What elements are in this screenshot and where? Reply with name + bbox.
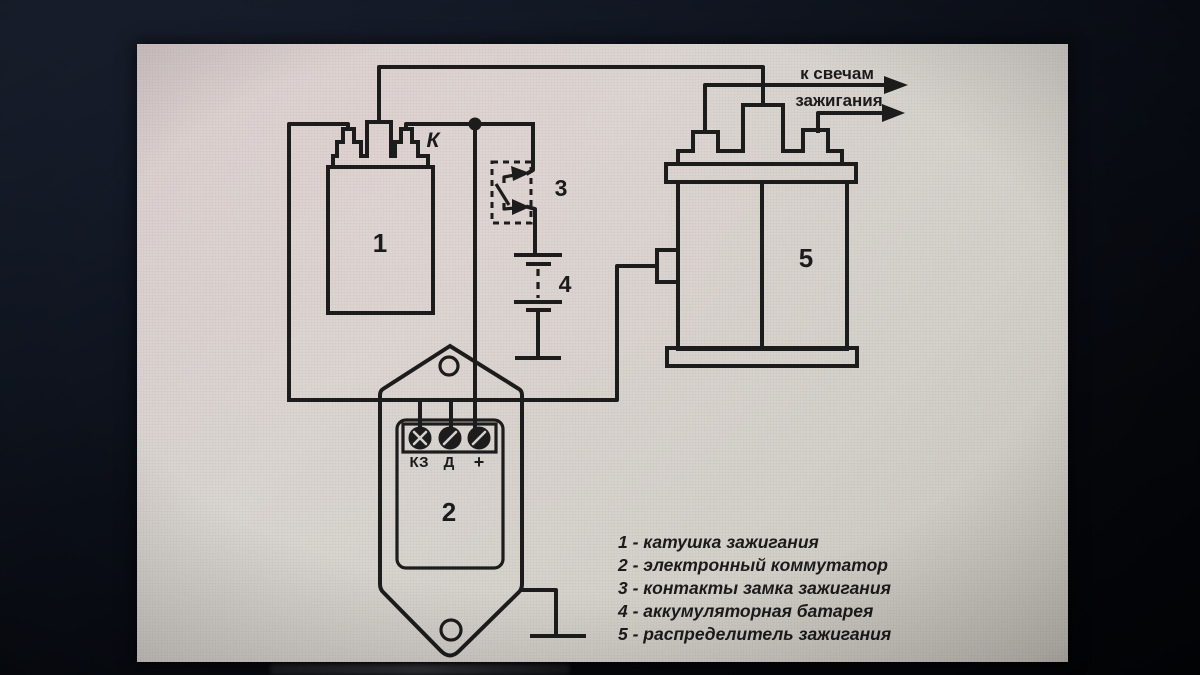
- commutator-ground-wire: [520, 588, 558, 635]
- switch-top-feed-wire: [525, 122, 535, 176]
- coil-left-loop-wire: [287, 122, 350, 402]
- kz-screw-slot: [412, 430, 428, 446]
- distributor: 5 к свечам зажигания: [655, 64, 908, 368]
- to-plugs-label-line1: к свечам: [800, 64, 874, 83]
- coil-terminal-towers: [331, 120, 430, 167]
- junction-dot: [468, 117, 482, 131]
- switch-bottom-contact-arrow: [512, 199, 530, 215]
- screen-edge-reflection: [270, 664, 570, 675]
- ignition-coil: 1 К: [326, 120, 442, 315]
- commutator-terminal-strip: [401, 422, 498, 454]
- commutator-number-label: 2: [442, 497, 456, 527]
- kz-terminal-label: КЗ: [409, 454, 428, 471]
- legend-item-distributor: 5 - распределитель зажигания: [618, 624, 891, 644]
- spark-arrowhead-1: [884, 76, 908, 94]
- legend-item-commutator: 2 - электронный коммутатор: [617, 555, 888, 575]
- coil-number-label: 1: [373, 228, 387, 258]
- to-plugs-label-line2: зажигания: [795, 91, 882, 110]
- switch-top-contact-tail: [502, 173, 516, 183]
- electronic-commutator: КЗ Д + 2: [378, 343, 524, 658]
- legend-item-battery: 4 - аккумуляторная батарея: [617, 601, 873, 621]
- ignition-switch-contacts: 3: [490, 160, 568, 225]
- plus-terminal-label: +: [474, 452, 485, 472]
- distributor-towers: [676, 103, 844, 164]
- commutator-inner-box: [395, 418, 505, 570]
- legend-item-coil: 1 - катушка зажигания: [618, 532, 819, 552]
- battery: 4: [514, 253, 572, 360]
- coil-k-terminal-label: К: [427, 129, 442, 152]
- distributor-number-label: 5: [799, 243, 813, 273]
- switch-to-battery-wire: [525, 204, 537, 255]
- d-screw-slot: [442, 430, 458, 446]
- battery-number-label: 4: [559, 271, 572, 297]
- switch-top-contact-arrow: [511, 166, 530, 181]
- distributor-cap-bar: [664, 162, 858, 184]
- spark-output-wire-2: [816, 111, 886, 133]
- coil-body: [326, 165, 435, 315]
- commutator-top-hole: [438, 355, 460, 377]
- switch-number-label: 3: [555, 175, 568, 201]
- legend-item-switch-contacts: 3 - контакты замка зажигания: [618, 578, 891, 598]
- distributor-side-tab: [655, 248, 680, 284]
- spark-output-wire-1: [703, 83, 888, 134]
- wires: [287, 65, 765, 638]
- commutator-housing: [378, 343, 524, 658]
- commutator-bottom-hole: [439, 618, 463, 642]
- spark-arrowhead-2: [882, 104, 905, 122]
- legend: 1 - катушка зажигания 2 - электронный ко…: [617, 532, 891, 644]
- schematic-sheet: [137, 44, 1068, 662]
- plus-screw-slot: [471, 430, 487, 446]
- distributor-base-bar: [665, 346, 859, 368]
- switch-blade: [494, 183, 511, 206]
- switch-bottom-contact-tail: [502, 203, 516, 211]
- switch-dashed-box: [490, 160, 533, 225]
- d-terminal-label: Д: [444, 454, 455, 471]
